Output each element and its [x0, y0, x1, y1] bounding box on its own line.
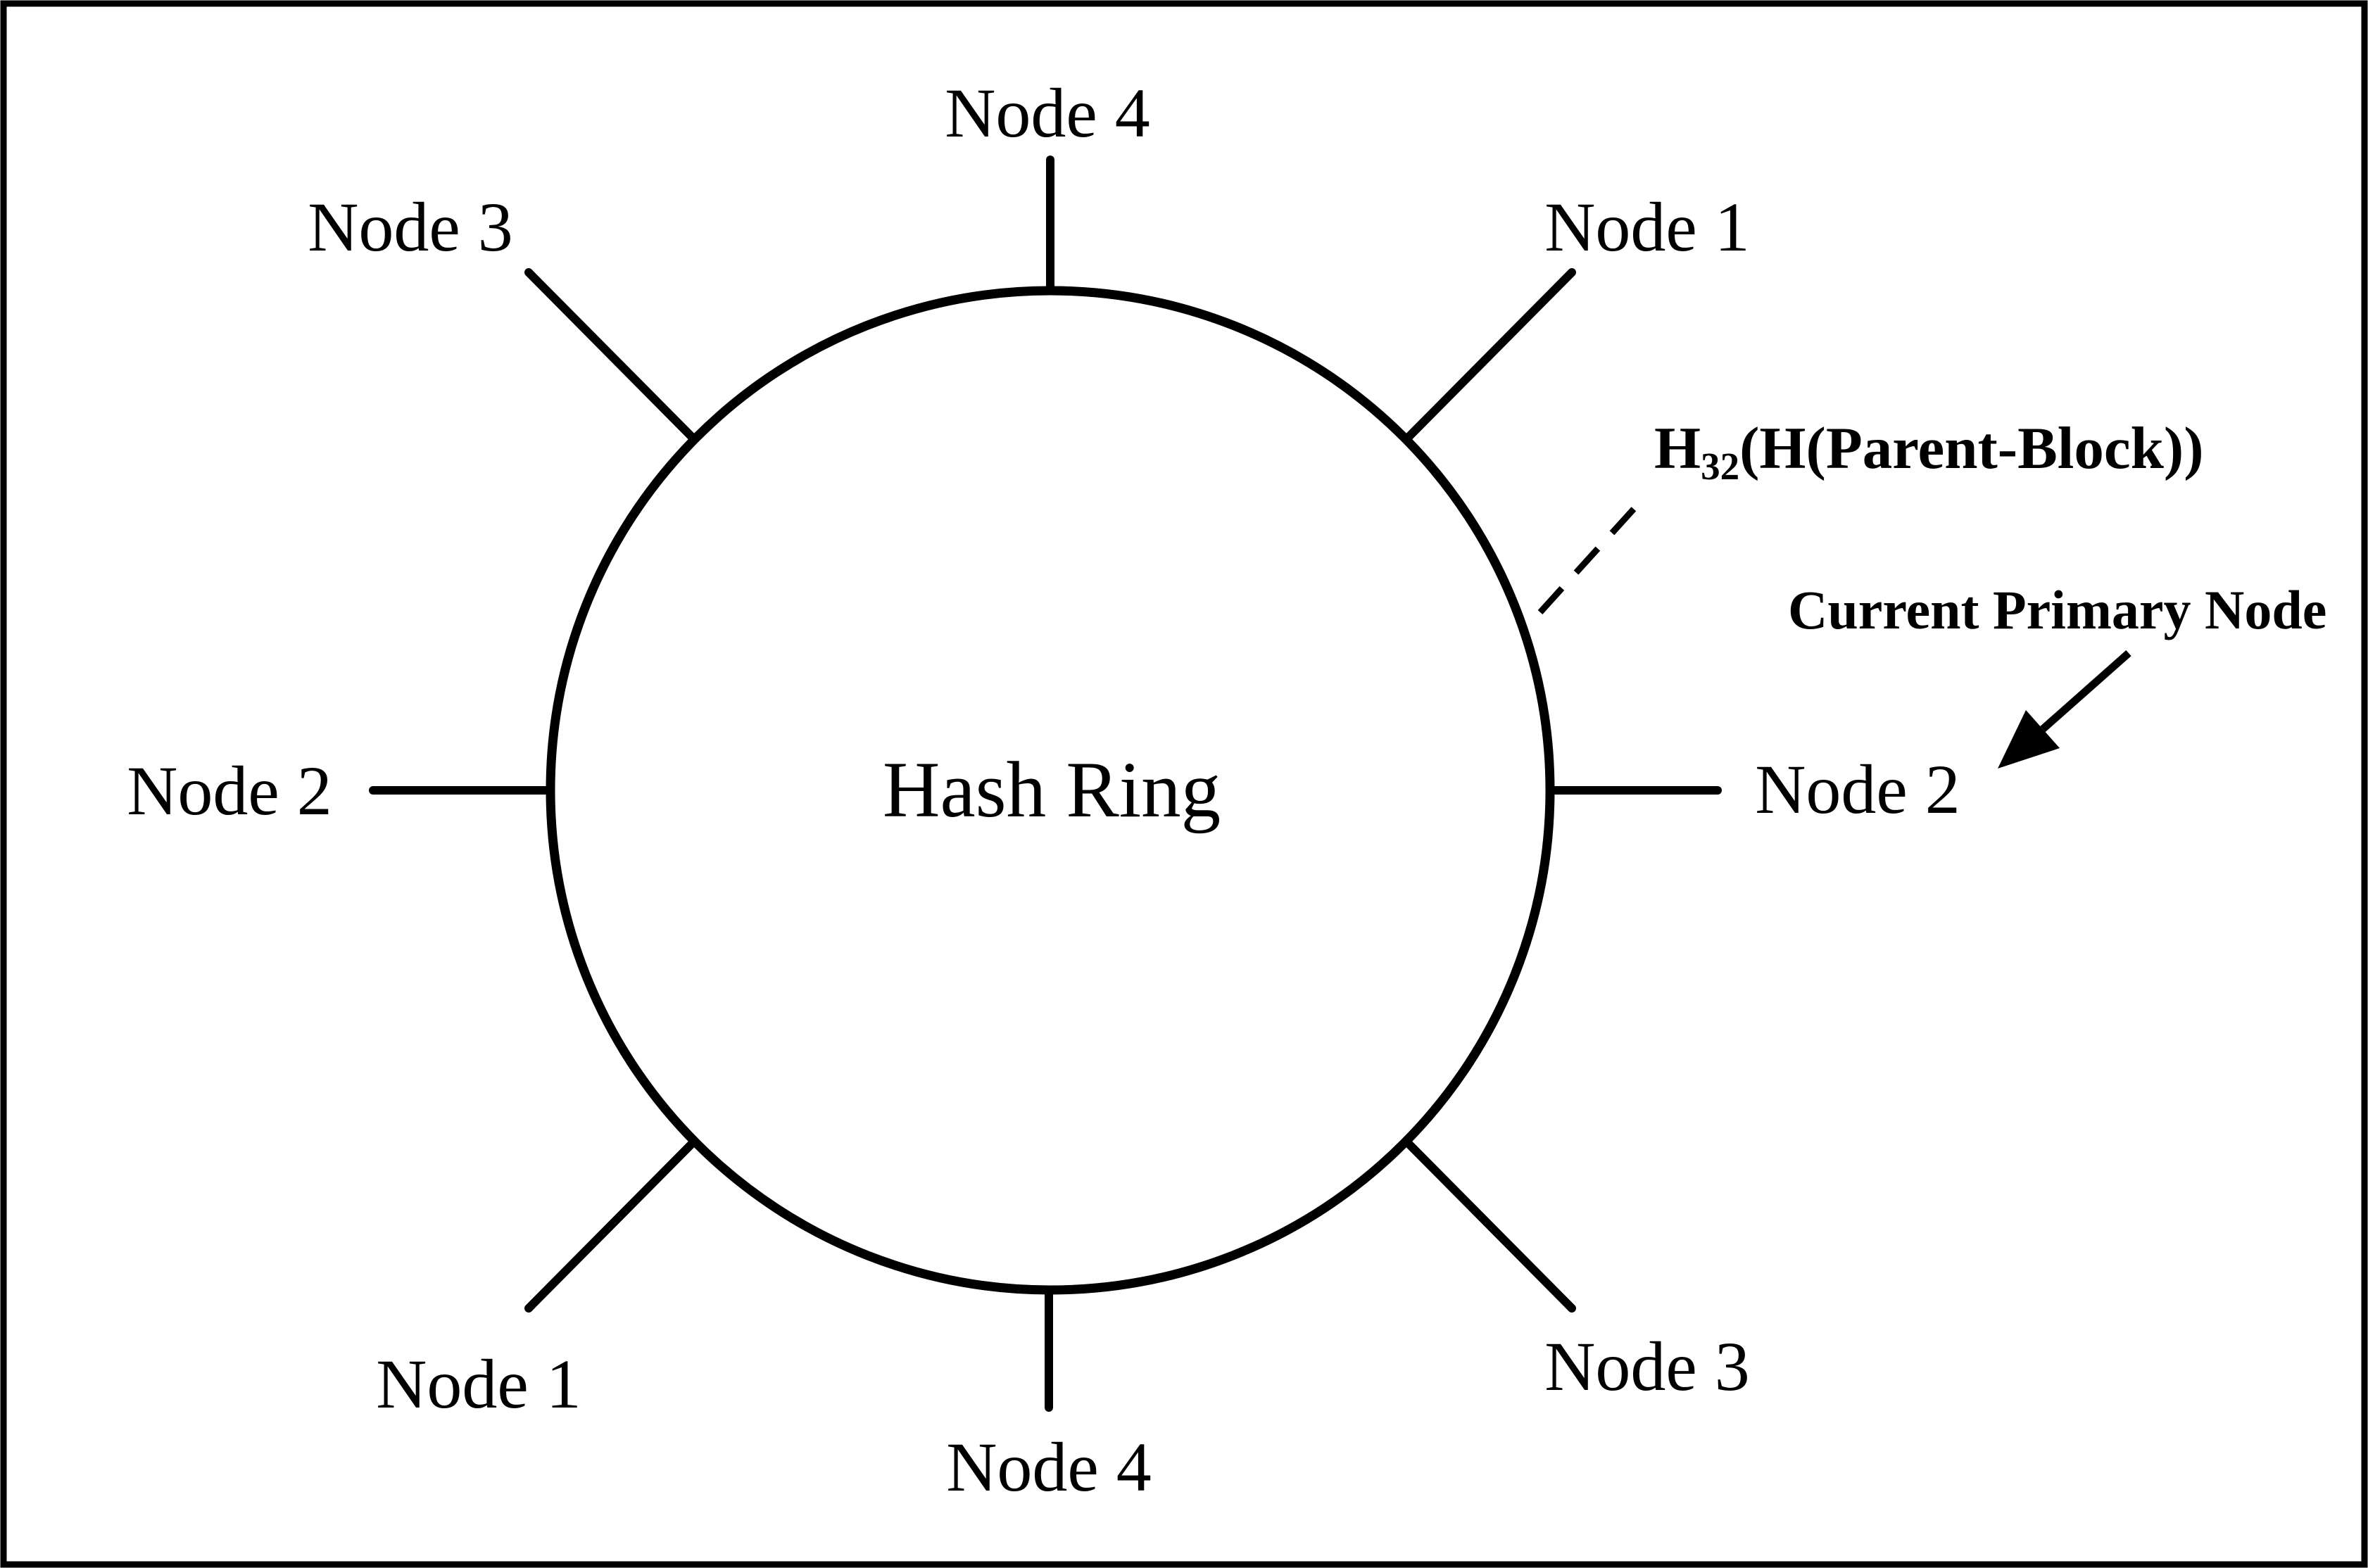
- tick-top-right: [1405, 268, 1576, 441]
- arrow-shaft: [2040, 650, 2131, 733]
- arrow-head-icon: [1998, 710, 2060, 769]
- primary-node-arrow: [1998, 650, 2131, 769]
- node-label-bottom-right: Node 3: [1544, 1327, 1750, 1405]
- node-label-left: Node 2: [127, 752, 332, 830]
- node-label-top-left: Node 3: [308, 188, 513, 266]
- node-label-bottom: Node 4: [946, 1428, 1152, 1506]
- hash-function-base: H: [1654, 415, 1701, 481]
- node-label-top-right: Node 1: [1544, 188, 1750, 266]
- center-label: Hash Ring: [883, 746, 1221, 834]
- tick-top-left: [524, 268, 695, 441]
- node-label-bottom-left: Node 1: [376, 1345, 581, 1423]
- hash-function-args: (H(Parent-Block)): [1739, 415, 2203, 481]
- hash-function-subscript: 32: [1701, 445, 1739, 488]
- node-label-right: Node 2: [1755, 750, 1960, 828]
- tick-bottom-left: [524, 1140, 695, 1313]
- tick-bottom-right: [1405, 1140, 1576, 1313]
- current-primary-node-label: Current Primary Node: [1788, 579, 2326, 640]
- hash-position-dashed-line: [1537, 505, 1637, 615]
- node-ticks: [369, 156, 1722, 1412]
- hash-function-label: H32(H(Parent-Block)): [1654, 415, 2204, 488]
- node-label-top: Node 4: [945, 74, 1150, 152]
